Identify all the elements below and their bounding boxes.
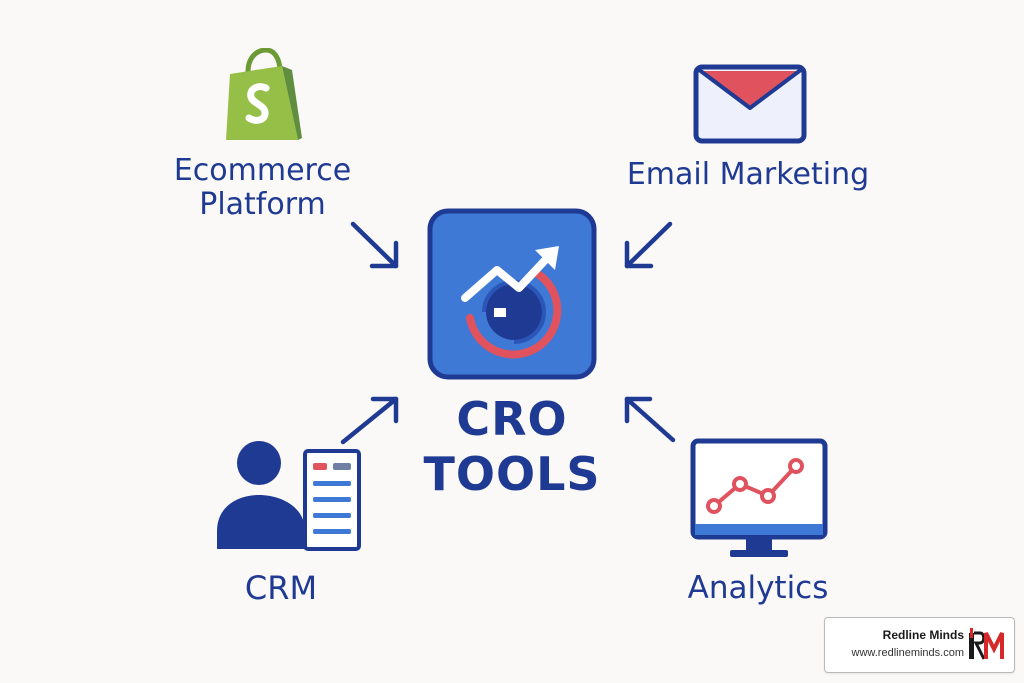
arrow-ecommerce-to-center xyxy=(350,221,399,269)
center-title: CRO TOOLS xyxy=(402,392,622,502)
center-title-line2: TOOLS xyxy=(423,447,601,502)
person-with-document-icon xyxy=(217,441,361,551)
ecommerce-label-line1: Ecommerce xyxy=(173,153,352,188)
redline-minds-logo-icon xyxy=(969,628,1004,660)
envelope-icon xyxy=(693,64,807,144)
arrow-analytics-to-center xyxy=(624,396,676,443)
shopify-bag-icon xyxy=(226,48,302,140)
center-title-line1: CRO xyxy=(456,392,568,446)
ecommerce-platform-label: Ecommerce Platform xyxy=(160,154,365,221)
watermark-url: www.redlineminds.com xyxy=(851,647,964,659)
email-marketing-label: Email Marketing xyxy=(626,157,870,192)
watermark-card: Redline Minds www.redlineminds.com xyxy=(824,617,1015,673)
ecommerce-label-line2: Platform xyxy=(199,186,326,222)
watermark-brand-name: Redline Minds xyxy=(882,628,964,642)
crm-label: CRM xyxy=(244,569,318,607)
growth-chart-target-icon xyxy=(427,208,597,380)
arrow-email-to-center xyxy=(624,221,673,269)
monitor-line-chart-icon xyxy=(690,438,828,557)
analytics-label: Analytics xyxy=(687,570,829,606)
